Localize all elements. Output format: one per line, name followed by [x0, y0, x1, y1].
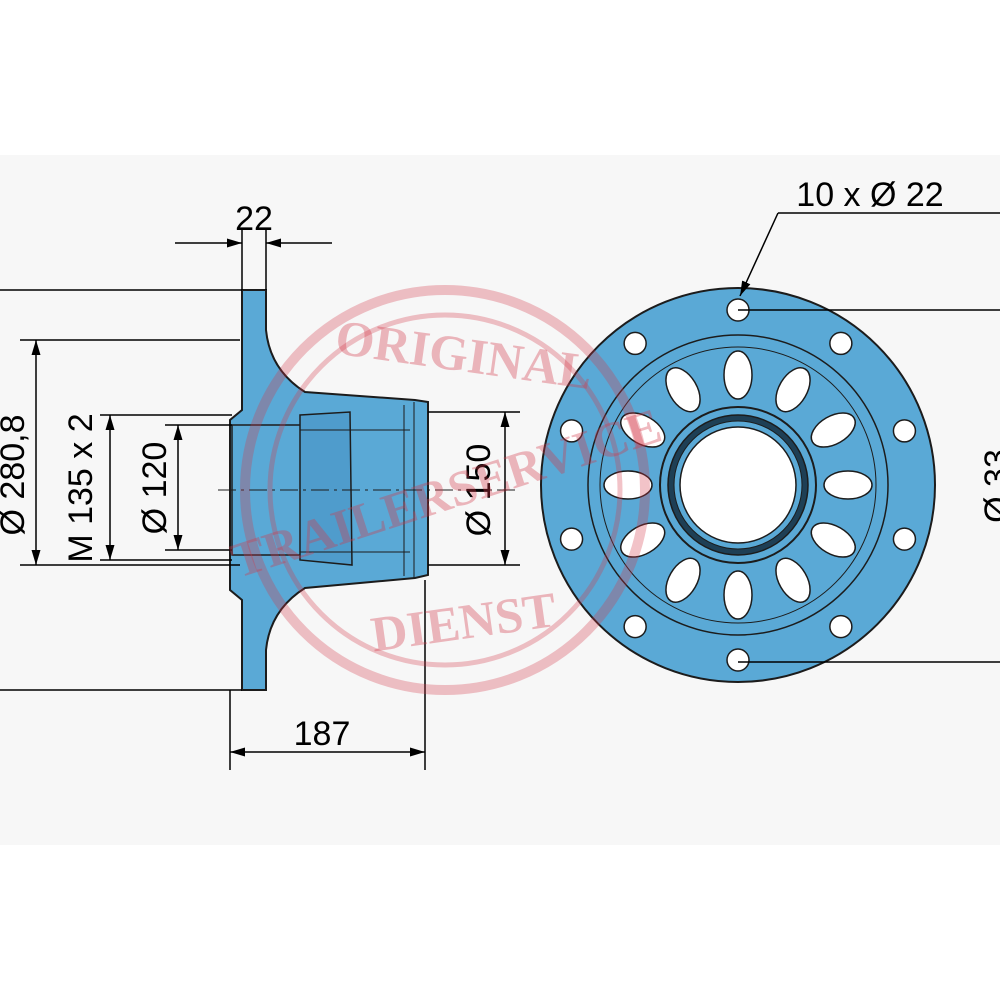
hub-window	[665, 367, 701, 413]
hub-window	[810, 412, 856, 448]
hub-window	[603, 470, 653, 500]
dim-flange-thickness: 22	[175, 200, 332, 290]
hub-front-view	[540, 287, 936, 683]
stud-hole	[559, 419, 584, 443]
stud-hole	[892, 419, 917, 443]
dim-label-thread: M 135 x 2	[62, 413, 100, 562]
center-bore	[679, 426, 797, 544]
hub-window	[723, 570, 753, 620]
stud-hole	[829, 331, 853, 356]
hub-windows	[603, 350, 873, 620]
hub-window	[723, 350, 753, 400]
hub-window	[620, 522, 666, 558]
stud-hole	[829, 614, 853, 639]
hub-window	[823, 470, 873, 500]
dim-label-280: Ø 280,8	[0, 415, 32, 536]
hub-side-view	[218, 289, 520, 691]
dim-label-22: 22	[235, 200, 273, 238]
hub-window	[775, 557, 811, 603]
dim-hub-length: 187	[229, 580, 426, 770]
dim-label-120: Ø 120	[136, 442, 174, 535]
hub-window	[810, 522, 856, 558]
stud-hole	[623, 331, 647, 356]
hub-window	[620, 412, 666, 448]
stud-hole	[623, 614, 647, 639]
stud-hole	[559, 527, 584, 551]
dim-label-187: 187	[294, 715, 351, 753]
bearing-seat	[299, 411, 353, 566]
hub-window	[775, 367, 811, 413]
stud-hole	[726, 648, 750, 672]
dim-label-150: Ø 150	[460, 444, 498, 537]
dim-label-right-partial: Ø 33	[978, 449, 1000, 523]
watermark-bottom-text: DIENST	[367, 581, 559, 662]
stud-hole	[892, 527, 917, 551]
hub-window	[665, 557, 701, 603]
stud-holes	[559, 298, 917, 672]
dim-label-stud-holes: 10 x Ø 22	[796, 176, 943, 214]
